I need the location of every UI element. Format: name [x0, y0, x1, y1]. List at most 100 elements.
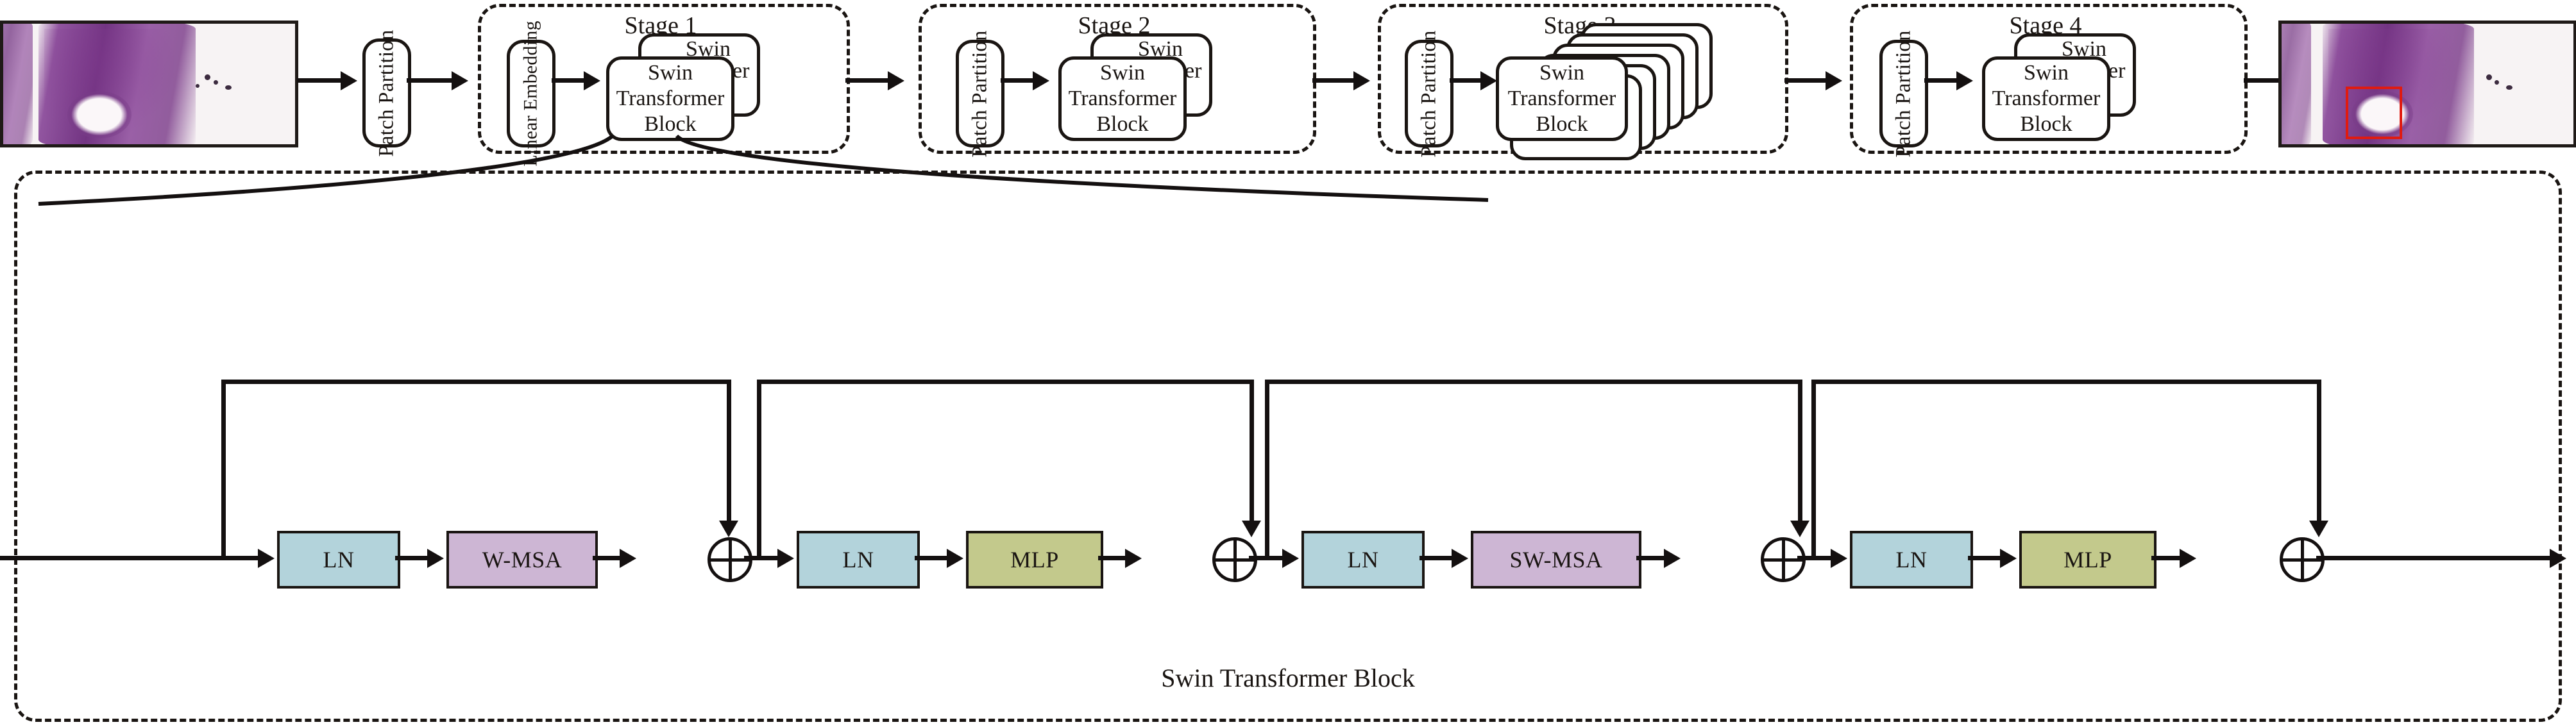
detection-bounding-box: [2346, 86, 2403, 139]
arrowhead-2: [452, 71, 468, 90]
arrowhead-final: [2550, 549, 2566, 568]
detail-panel-caption: Swin Transformer Block: [1161, 664, 1415, 692]
swin-block-1-ghost-right: er: [733, 59, 750, 83]
arrow-add3-out: [1797, 556, 1831, 560]
residual-riser-3: [1265, 380, 1269, 558]
swin-block-4-ghost-right: er: [2108, 59, 2126, 83]
op-label-ln-3: LN: [1347, 547, 1379, 572]
patch-partition-block-3[interactable]: Patch Partition: [1405, 30, 1453, 157]
op-box-ln-2[interactable]: LN: [797, 531, 920, 589]
arrowhead-7: [1480, 71, 1497, 90]
op-box-mlp-1[interactable]: MLP: [966, 531, 1103, 589]
arrowhead-add-1: [620, 549, 636, 568]
arrowhead-8: [1826, 71, 1842, 90]
op-box-sw-msa[interactable]: SW-MSA: [1471, 531, 1641, 589]
arrowhead-mlp-1: [947, 549, 963, 568]
arrowhead-residual-1: [719, 521, 738, 537]
arrow-add2-out: [1249, 556, 1282, 560]
arrow-mlp2-to-add4: [2151, 556, 2181, 560]
swin-line-3: Block: [644, 112, 697, 137]
op-label-ln-1: LN: [323, 547, 355, 572]
op-label-mlp-2: MLP: [2063, 547, 2112, 572]
residual-line-1-top: [221, 380, 731, 384]
residual-line-4-top: [1811, 380, 2321, 384]
patch-partition-label-4: Patch Partition: [1892, 29, 1915, 158]
swin3-line-2: Transformer: [1507, 86, 1616, 110]
output-image: [2278, 21, 2576, 147]
arrowhead-swmsa: [1452, 549, 1468, 568]
swin2-line-1: Swin: [1100, 60, 1145, 85]
swin-line-1: Swin: [648, 60, 693, 85]
op-box-ln-4[interactable]: LN: [1850, 531, 1973, 589]
arrow-ln4-to-mlp2: [1968, 556, 2001, 560]
linear-embedding-block[interactable]: Linear Embedding: [507, 21, 555, 167]
arrow-ln1-to-wmsa: [395, 556, 428, 560]
op-label-ln-2: LN: [842, 547, 874, 572]
arrow-input-to-patch-partition: [297, 78, 342, 83]
detail-main-output-line: [2316, 556, 2554, 560]
arrow-patch-to-stage1: [407, 78, 453, 83]
arrow-add1-out: [744, 556, 777, 560]
patch-partition-label-0: Patch Partition: [375, 29, 398, 157]
op-box-ln-3[interactable]: LN: [1301, 531, 1425, 589]
residual-riser-1: [221, 380, 226, 558]
arrowhead-5: [1033, 71, 1049, 90]
arrowhead-add-2: [1125, 549, 1142, 568]
arrowhead-residual-3: [1790, 521, 1809, 537]
arrow-mlp1-to-add2: [1098, 556, 1128, 560]
op-box-w-msa[interactable]: W-MSA: [446, 531, 598, 589]
swin-block-4-front[interactable]: Swin Transformer Block: [1982, 56, 2110, 141]
arrow-stage4-to-output: [2244, 78, 2285, 83]
linear-embedding-label: Linear Embedding: [520, 21, 542, 167]
swin-block-3-front[interactable]: Swin Transformer Block: [1496, 56, 1628, 141]
residual-drop-2: [1250, 380, 1254, 522]
arrow-stage3-patch-to-block: [1450, 78, 1482, 83]
swin-block-4-text: Swin Transformer Block: [1992, 60, 2101, 137]
residual-riser-2: [757, 380, 761, 558]
arrow-stage3-to-stage4: [1784, 78, 1827, 83]
op-label-sw-msa: SW-MSA: [1509, 547, 1603, 572]
arrowhead-add-4: [2180, 549, 2196, 568]
arrowhead-6: [1353, 71, 1370, 90]
arrow-stage4-patch-to-block: [1924, 78, 1958, 83]
swin2-line-2: Transformer: [1068, 86, 1177, 110]
arrowhead-4: [888, 71, 904, 90]
op-box-mlp-2[interactable]: MLP: [2019, 531, 2157, 589]
arrow-ln2-to-mlp1: [915, 556, 948, 560]
arrowhead-mlp-2: [2000, 549, 2017, 568]
patch-partition-label-3: Patch Partition: [1417, 29, 1441, 158]
swin4-line-2: Transformer: [1992, 86, 2101, 110]
op-label-mlp-1: MLP: [1010, 547, 1059, 572]
swin-block-2-ghost-right: er: [1185, 59, 1202, 83]
arrowhead-3: [584, 71, 600, 90]
arrowhead-9: [1956, 71, 1973, 90]
arrow-stage1-to-stage2: [845, 78, 889, 83]
swin-line-2: Transformer: [616, 86, 725, 110]
residual-drop-4: [2317, 380, 2321, 522]
patch-partition-block-0[interactable]: Patch Partition: [362, 29, 411, 156]
swin3-line-1: Swin: [1539, 60, 1584, 85]
patch-partition-block-2[interactable]: Patch Partition: [956, 30, 1004, 157]
residual-line-2-top: [757, 380, 1254, 384]
swin-block-3-text: Swin Transformer Block: [1508, 60, 1616, 137]
residual-line-3-top: [1265, 380, 1802, 384]
swin-block-2-text: Swin Transformer Block: [1069, 60, 1177, 137]
arrowhead-ln-1: [258, 549, 275, 568]
arrowhead-wmsa: [427, 549, 444, 568]
swin-block-2-front[interactable]: Swin Transformer Block: [1058, 56, 1187, 141]
op-box-ln-1[interactable]: LN: [277, 531, 400, 589]
arrowhead-1: [341, 71, 357, 90]
arrow-stage2-to-stage3: [1312, 78, 1355, 83]
patch-partition-label-2: Patch Partition: [968, 29, 992, 158]
swin-block-1-front[interactable]: Swin Transformer Block: [606, 56, 734, 141]
residual-drop-1: [727, 380, 731, 522]
swin4-line-3: Block: [2020, 112, 2072, 137]
arrowhead-residual-4: [2309, 521, 2328, 537]
arrow-wmsa-to-add1: [593, 556, 622, 560]
arrow-swmsa-to-add3: [1636, 556, 1666, 560]
arrow-stage2-patch-to-block: [1001, 78, 1034, 83]
detail-main-input-line: [0, 556, 226, 560]
arrowhead-ln-2: [777, 549, 794, 568]
residual-riser-4: [1811, 380, 1816, 558]
patch-partition-block-4[interactable]: Patch Partition: [1879, 30, 1928, 157]
